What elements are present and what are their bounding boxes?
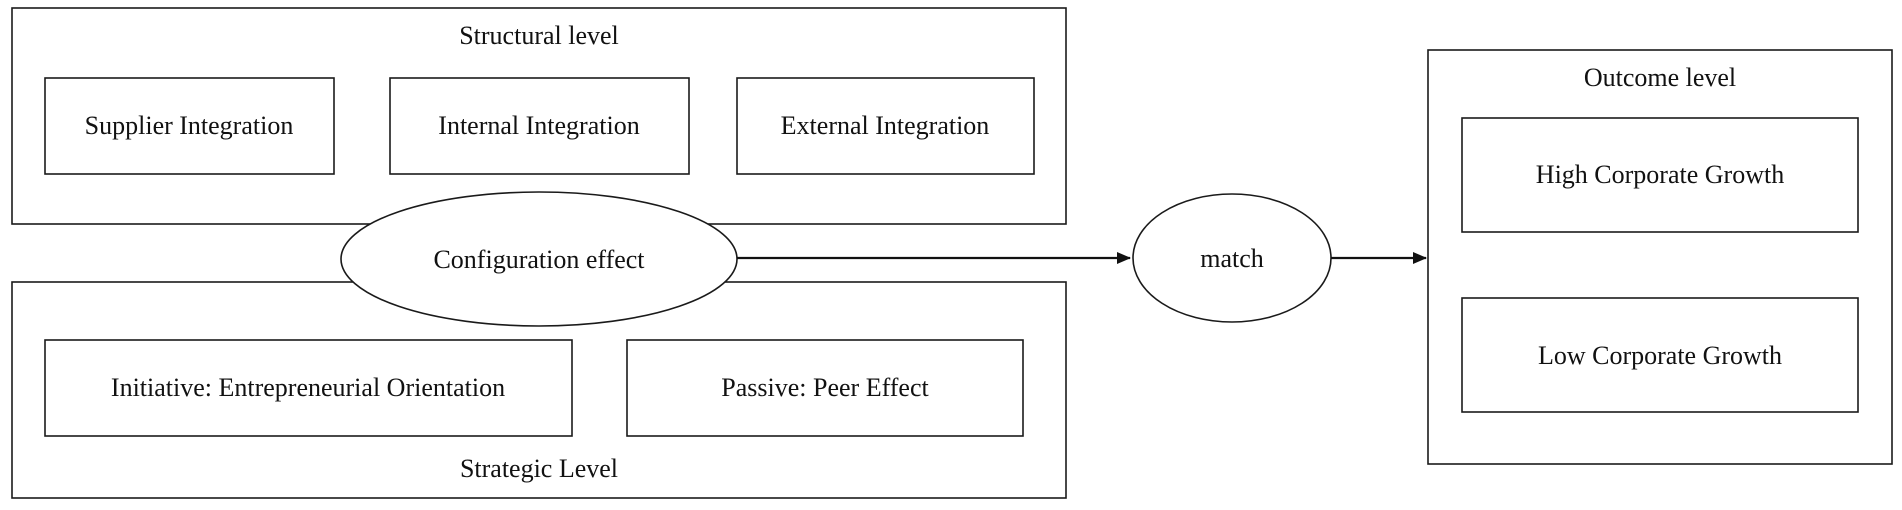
outcome-level-title: Outcome level [1584,63,1736,92]
low-growth-box [1461,297,1859,413]
supplier-integration-box [44,77,335,175]
supplier-integration-label: Supplier Integration [85,111,294,140]
configuration-effect-label: Configuration effect [433,245,645,274]
high-growth-box [1461,117,1859,233]
external-integration-box [736,77,1035,175]
peer-effect-label: Passive: Peer Effect [721,373,929,402]
peer-effect-box [626,339,1024,437]
external-integration-label: External Integration [781,111,990,140]
entrepreneurial-orientation-box [44,339,573,437]
structural-level-title: Structural level [459,21,619,50]
low-growth-label: Low Corporate Growth [1538,341,1782,370]
configuration-effect-node: Configuration effect [340,191,738,327]
entrepreneurial-orientation-label: Initiative: Entrepreneurial Orientation [111,373,505,402]
match-node: match [1132,193,1332,323]
internal-integration-label: Internal Integration [438,111,639,140]
internal-integration-box [389,77,690,175]
high-growth-label: High Corporate Growth [1536,160,1784,189]
structural-level-group: Structural level Supplier Integration In… [11,7,1067,225]
outcome-level-group: Outcome level High Corporate Growth Low … [1427,49,1893,465]
strategic-level-title: Strategic Level [460,454,618,483]
match-label: match [1200,244,1264,273]
